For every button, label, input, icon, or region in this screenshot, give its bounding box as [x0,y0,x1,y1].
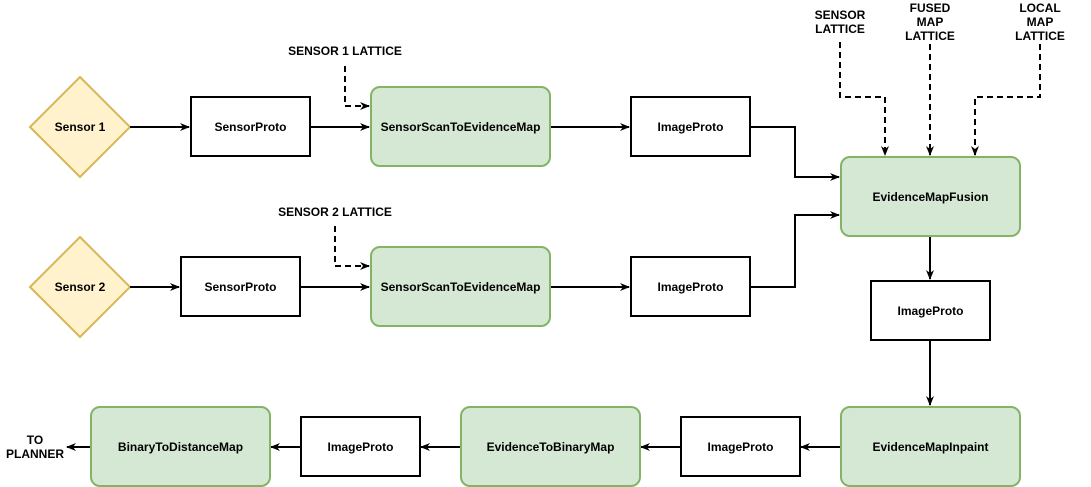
to-planner-line-2: PLANNER [5,447,64,461]
fused-map-lattice-line-3: LATTICE [905,29,955,43]
sensor-proto-2-node: SensorProto [180,256,301,317]
edge-sensor1-lattice [344,66,370,110]
sensor-lattice-line-2: LATTICE [815,22,865,36]
scan-to-evidence-1-node: SensorScanToEvidenceMap [370,86,551,167]
image-proto-3-node: ImageProto [870,280,991,341]
sensor2-node: Sensor 2 [54,280,106,294]
image-proto-2-node: ImageProto [630,256,751,317]
fused-map-lattice-line-1: FUSED [909,1,951,15]
evidence-fusion-node: EvidenceMapFusion [840,156,1021,237]
edge-image2-to-fusion [750,211,840,288]
evidence-inpaint-node: EvidenceMapInpaint [840,406,1021,487]
edge-image1-to-fusion [750,126,840,181]
sensor2-lattice-label: SENSOR 2 LATTICE [278,205,392,219]
evidence-to-binary-node: EvidenceToBinaryMap [460,406,641,487]
sensor1-node: Sensor 1 [54,120,106,134]
image-proto-1-node: ImageProto [630,96,751,157]
to-planner-line-1: TO [26,433,44,447]
local-map-lattice-line-2: MAP [1026,15,1054,29]
binary-to-distance-node: BinaryToDistanceMap [90,406,271,487]
sensor-proto-1-node: SensorProto [190,96,311,157]
edge-sensor-lattice [839,42,889,156]
to-planner-label: TO PLANNER [2,433,68,461]
fused-map-lattice-label: FUSED MAP LATTICE [890,1,970,43]
sensor-lattice-label: SENSOR LATTICE [800,8,880,36]
image-proto-5-node: ImageProto [300,416,421,477]
sensor1-lattice-label: SENSOR 1 LATTICE [288,44,402,58]
fused-map-lattice-line-2: MAP [916,15,944,29]
local-map-lattice-line-1: LOCAL [1019,1,1061,15]
local-map-lattice-line-3: LATTICE [1015,29,1065,43]
image-proto-4-node: ImageProto [680,416,801,477]
edge-local-map-lattice [971,44,1041,156]
scan-to-evidence-2-node: SensorScanToEvidenceMap [370,246,551,327]
sensor1-diamond [28,75,132,179]
edge-sensor2-lattice [334,226,370,270]
sensor-lattice-line-1: SENSOR [814,8,866,22]
local-map-lattice-label: LOCAL MAP LATTICE [1000,1,1080,43]
sensor2-diamond [28,235,132,339]
